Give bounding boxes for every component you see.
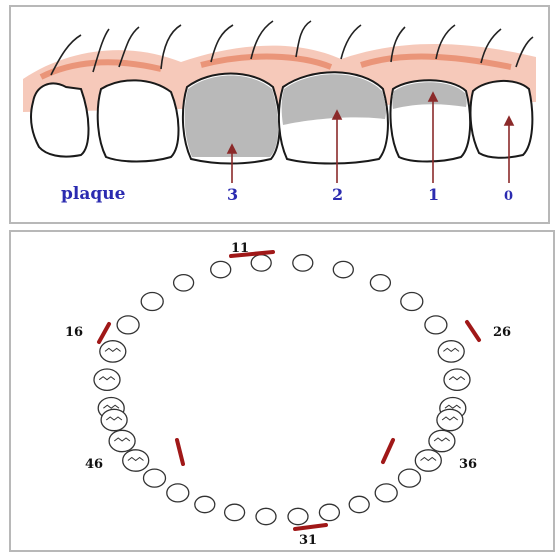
tooth-outline [349,496,369,512]
tooth-number-16: 16 [65,325,83,340]
tooth-crown [31,83,89,156]
tooth-outline [333,261,353,277]
tooth-outline [256,508,276,524]
marker-26 [467,322,479,340]
plaque-caption: plaque [61,184,126,204]
tooth-number-36: 36 [459,457,477,472]
marker-16 [99,324,109,342]
tooth-outline [288,508,308,524]
tooth-outline [319,504,339,520]
tooth-outline [141,293,163,311]
tooth-number-31: 31 [299,533,317,548]
marker-36 [383,440,393,462]
tooth-outline [117,316,139,334]
tooth-outline [375,484,397,502]
tooth-outline [225,504,245,520]
dental-arch-diagram: 11 16 26 46 36 31 [11,232,553,550]
tooth-crown [98,80,179,161]
plaque-index-panel: plaque 3 2 1 0 [9,5,550,224]
tooth-number-26: 26 [493,325,511,340]
marker-31 [295,525,326,529]
dental-arch-panel: 11 16 26 46 36 31 [9,230,555,552]
score-label-3: 3 [227,185,238,204]
plaque-index-illustration: plaque 3 2 1 0 [11,7,548,222]
tooth-outline [399,469,421,487]
tooth-outline [195,496,215,512]
score-label-1: 1 [428,185,439,204]
tooth-outline [401,293,423,311]
tooth-outline [211,261,231,277]
score-label-2: 2 [332,185,343,204]
upper-arch [94,255,470,419]
marker-46 [177,440,183,464]
tooth-outline [251,255,271,271]
tooth-outline [167,484,189,502]
tooth-outline [174,275,194,291]
score-label-0: 0 [504,189,513,204]
tooth-number-11: 11 [231,241,249,256]
tooth-outline [293,255,313,271]
tooth-outline [425,316,447,334]
tooth-outline [144,469,166,487]
tooth-number-46: 46 [85,457,103,472]
tooth-outline [370,275,390,291]
lower-arch [101,409,463,524]
tooth-crown [471,81,533,158]
